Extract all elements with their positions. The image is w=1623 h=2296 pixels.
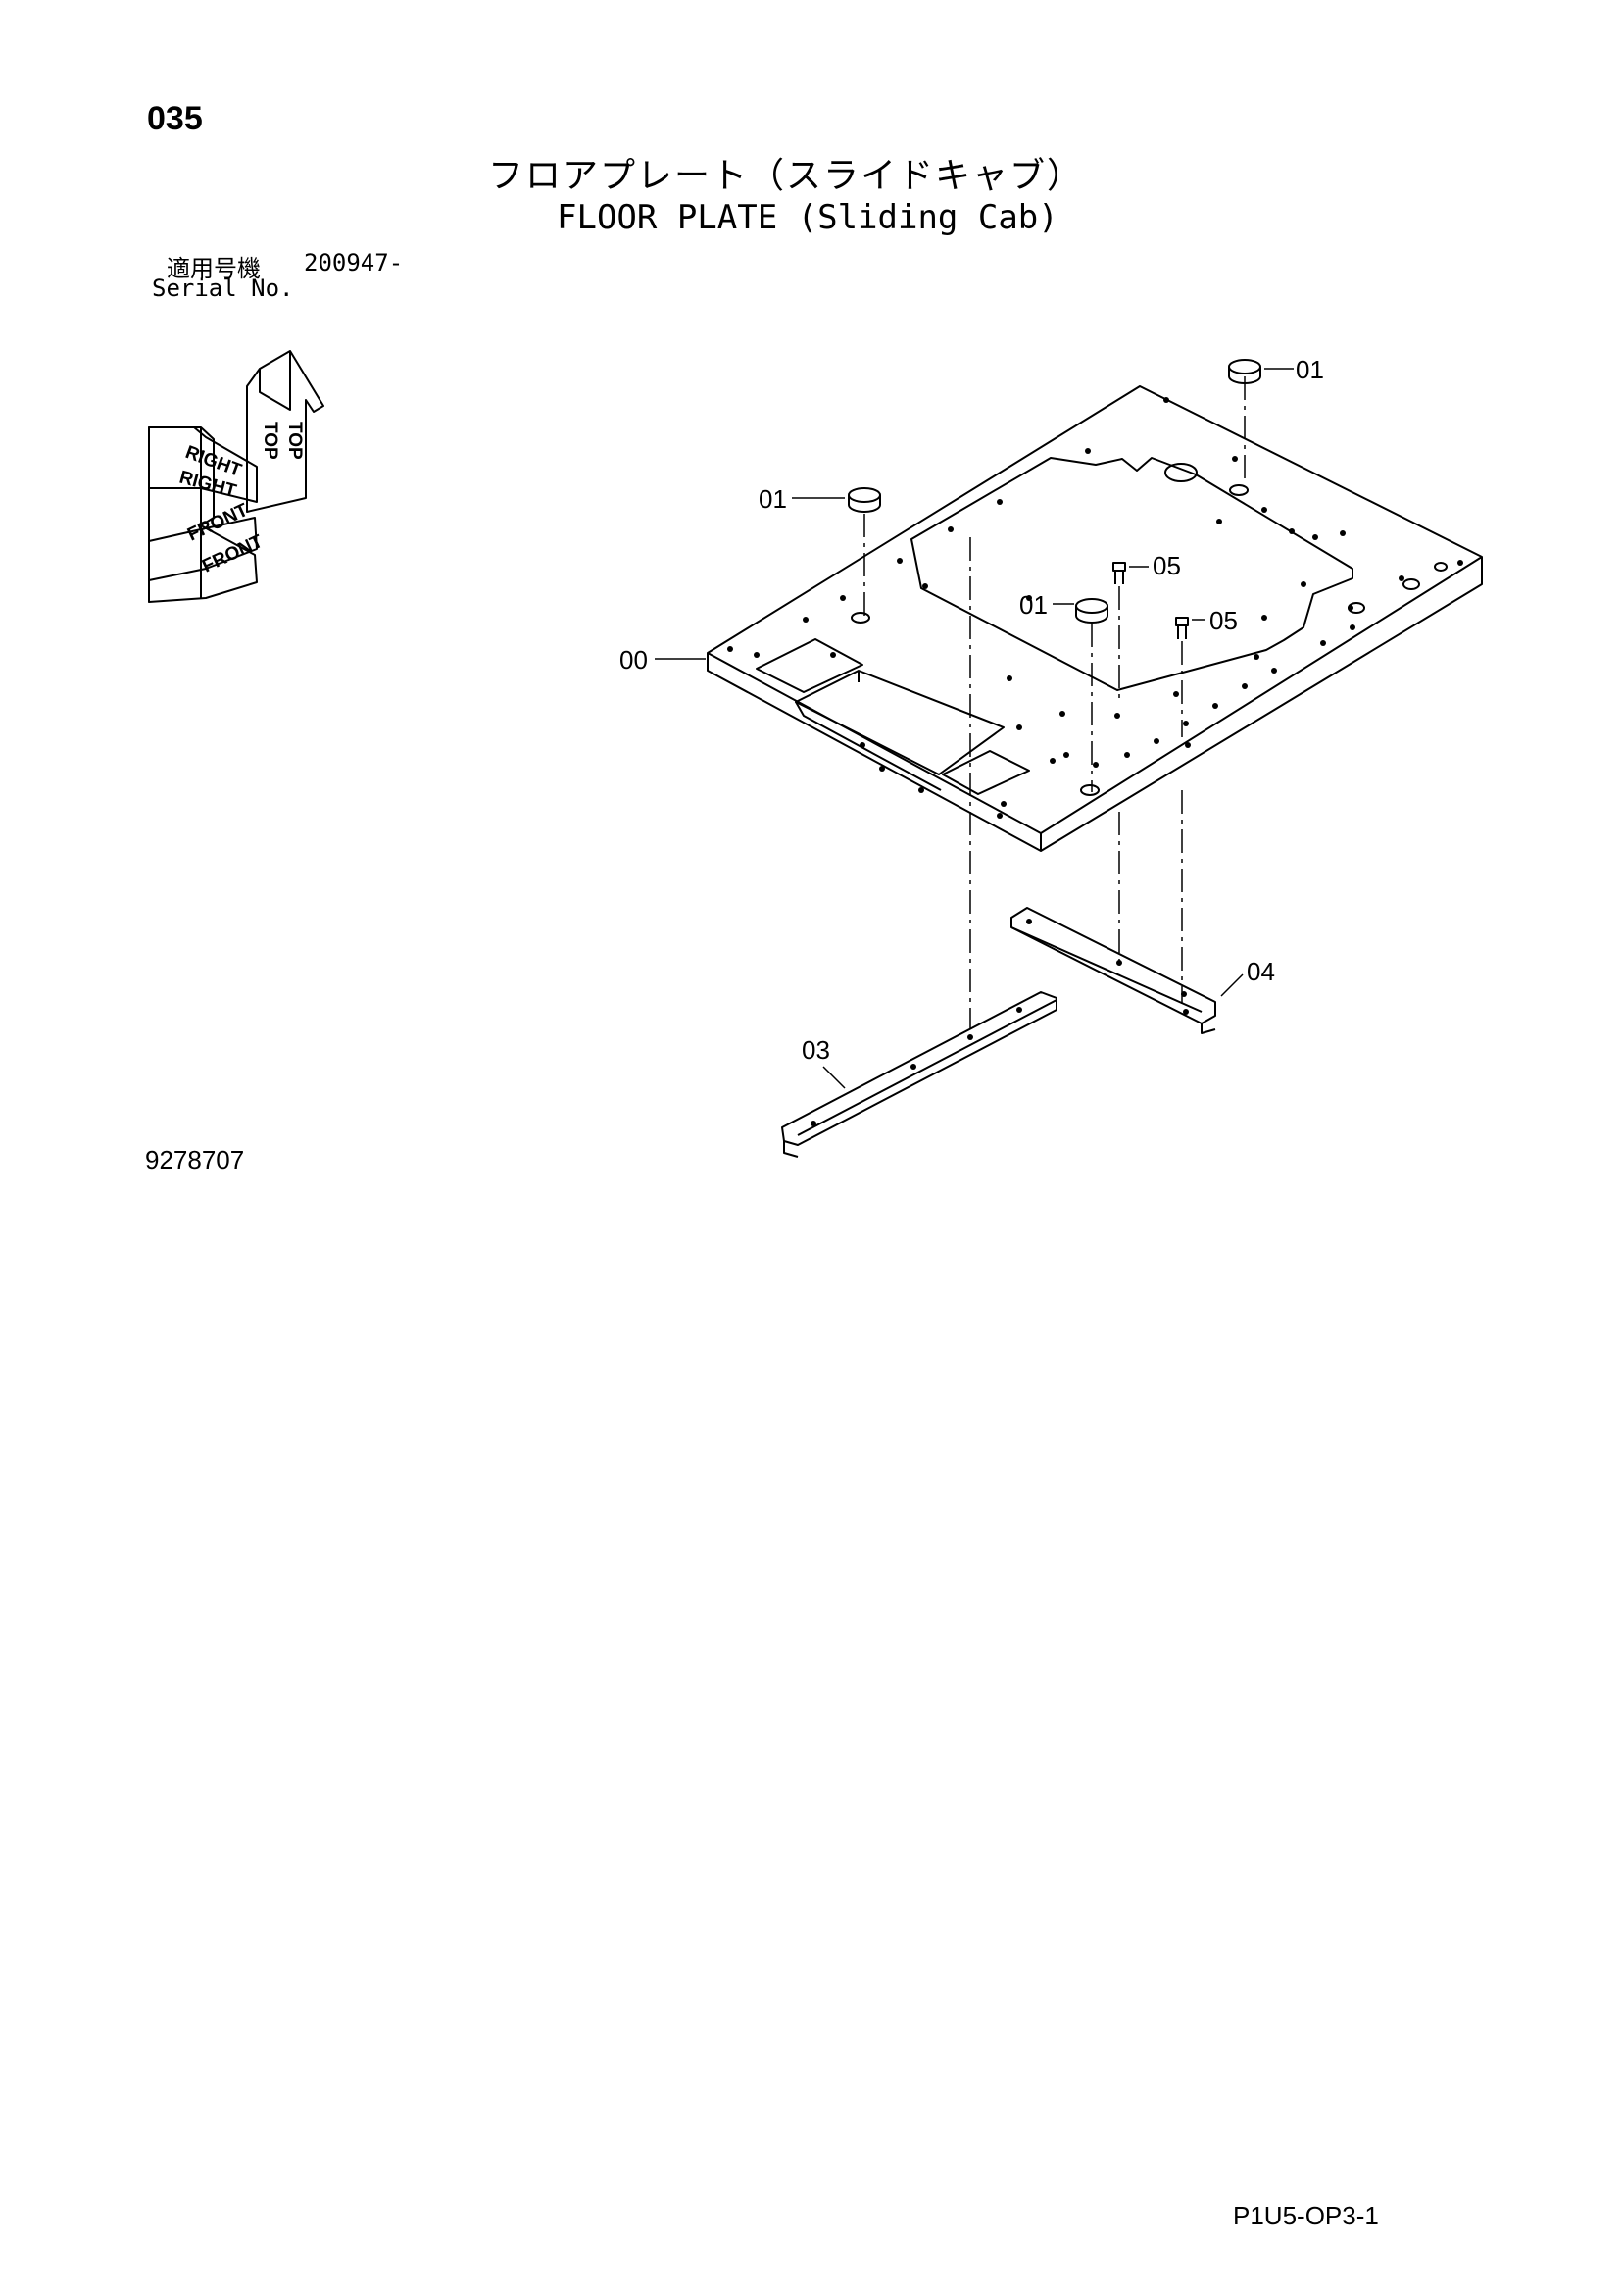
bolt-hole-pattern [727, 397, 1463, 819]
cap-plug [848, 487, 881, 513]
page-title-japanese: フロアプレート（スライドキャブ） [488, 156, 1085, 196]
serial-label-english: Serial No. [152, 275, 294, 302]
rear-hole [1402, 578, 1420, 590]
page-number: 035 [147, 100, 203, 137]
orientation-indicator: TOP TOP RIGHT RIGHT FRONT FRONT [148, 350, 324, 603]
bracket-04 [1010, 907, 1216, 1034]
callout-01-cap-left: 01 [759, 484, 787, 514]
serial-label-japanese: 適用号機 [167, 255, 261, 282]
serial-number-value: 200947- [304, 249, 404, 276]
callout-04-bracket: 04 [1247, 957, 1275, 986]
callout-05-bolt-lower: 05 [1209, 606, 1238, 635]
callout-00-floor-plate: 00 [619, 645, 648, 674]
cap-plug [1075, 598, 1108, 624]
floor-plate-outline [707, 385, 1483, 852]
bracket-03 [781, 991, 1057, 1158]
orientation-top-label-mirrored: TOP [284, 422, 305, 460]
front-panel-opening [756, 638, 863, 693]
pedal-opening [795, 670, 1005, 775]
corner-hole [1164, 463, 1198, 482]
floor-plate [707, 385, 1483, 852]
drawing-number: 9278707 [145, 1145, 245, 1174]
bolt [1175, 617, 1189, 639]
callout-05-bolt-upper: 05 [1153, 551, 1181, 580]
orientation-top-label: TOP [260, 422, 280, 460]
orientation-cube-outline [148, 426, 258, 603]
mount-hole [851, 612, 870, 624]
leader-lines [655, 368, 1294, 1089]
page-code: P1U5-OP3-1 [1233, 2201, 1379, 2230]
bolt [1112, 562, 1126, 584]
callout-03-bracket: 03 [802, 1035, 830, 1065]
callout-01-cap-top: 01 [1296, 355, 1324, 384]
top-arrow-icon [246, 350, 324, 513]
callout-01-cap-center: 01 [1019, 590, 1048, 620]
page-title-english: FLOOR PLATE (Sliding Cab) [557, 198, 1058, 237]
right-arrow-icon [148, 426, 258, 503]
mount-hole [1080, 784, 1100, 796]
floor-plate-cutout [910, 457, 1353, 691]
side-opening [942, 750, 1030, 795]
mount-hole [1229, 484, 1249, 496]
assembly-center-lines [863, 376, 1246, 1029]
